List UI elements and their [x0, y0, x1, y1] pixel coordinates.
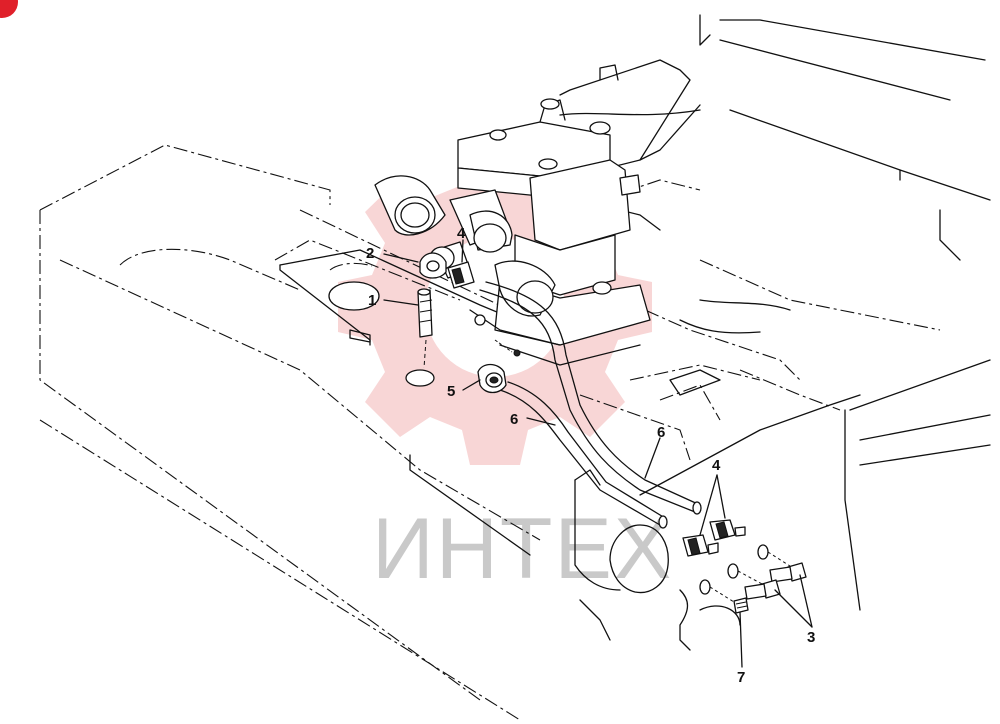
- leader-lines: [383, 239, 813, 668]
- part-7-plug: [733, 597, 749, 614]
- callout-4-upper: 4: [457, 225, 466, 242]
- callout-7: 7: [737, 669, 745, 686]
- part-1-fitting: [417, 289, 433, 338]
- callout-6-left: 6: [510, 411, 518, 428]
- frame-solid: [279, 14, 991, 651]
- callout-3: 3: [807, 629, 815, 646]
- callout-6-right: 6: [657, 424, 665, 441]
- fittings: [328, 252, 807, 614]
- callout-4-lower: 4: [712, 457, 721, 474]
- callout-1: 1: [368, 292, 376, 309]
- corner-badge: [0, 0, 18, 18]
- hoses: [479, 281, 702, 529]
- callout-labels: 1 2 3 4 4 5 6 6 7: [366, 225, 815, 686]
- callout-2: 2: [366, 245, 374, 262]
- frame-outline: [39, 144, 941, 721]
- pump-assembly: [374, 98, 651, 366]
- callout-5: 5: [447, 383, 455, 400]
